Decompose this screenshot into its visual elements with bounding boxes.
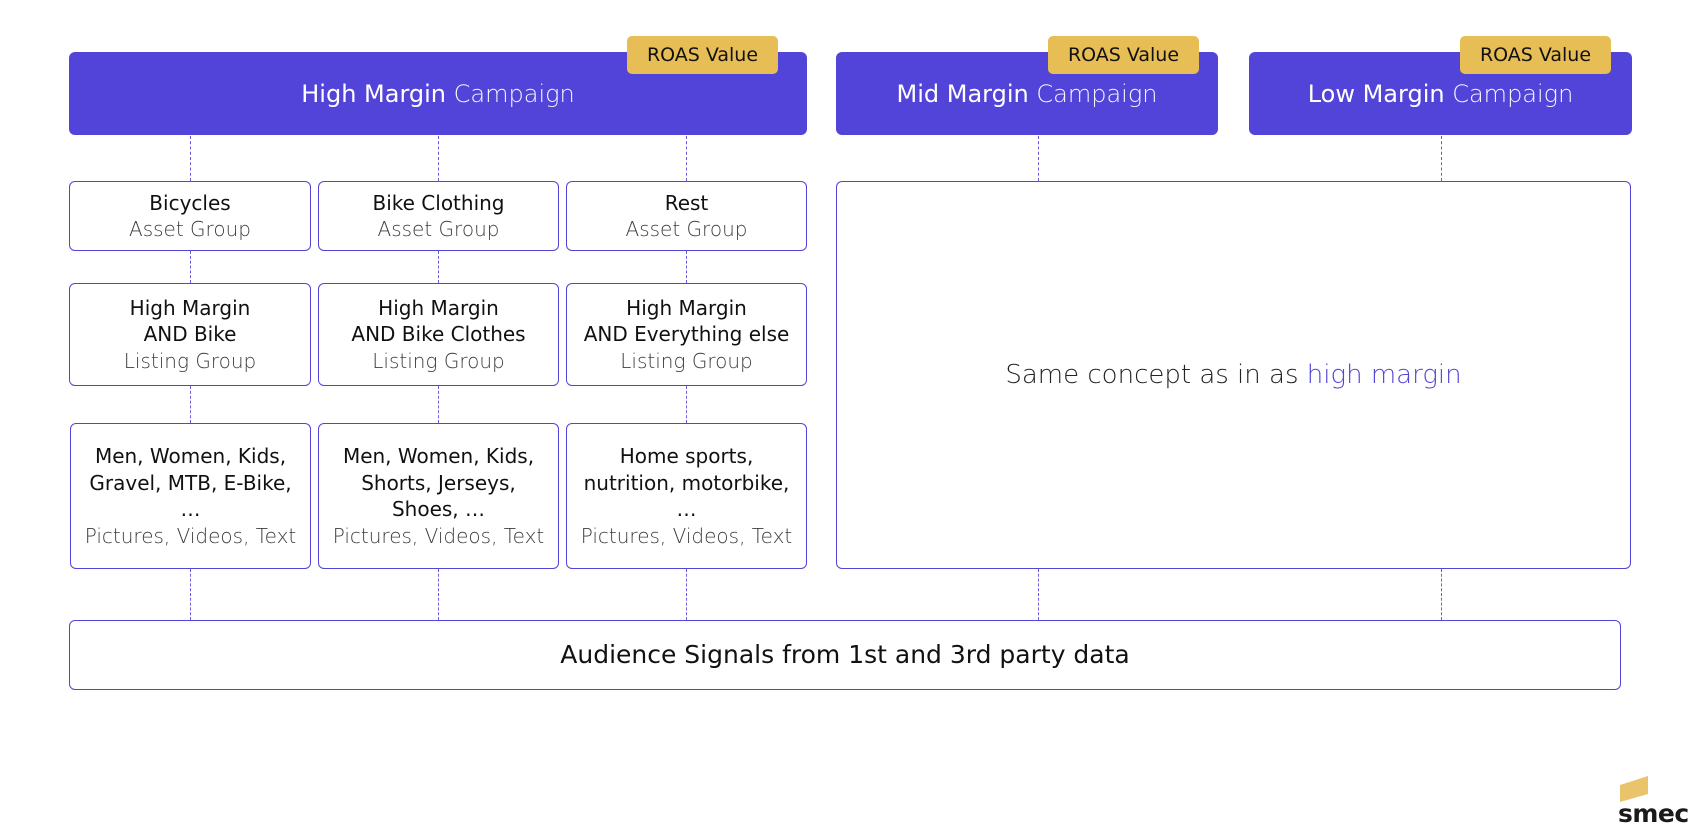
listing-group-box: High Margin AND Everything else Listing … [566, 283, 807, 386]
asset-group-box: Rest Asset Group [566, 181, 807, 251]
assets-line: Shorts, Jerseys, [361, 470, 516, 495]
same-concept-box: Same concept as in as high margin [836, 181, 1631, 569]
asset-group-label: Asset Group [129, 217, 251, 241]
roas-value-badge: ROAS Value [1460, 36, 1611, 74]
connector-line [1038, 136, 1039, 181]
logo-mark-icon [1620, 776, 1648, 802]
connector-line [190, 386, 191, 423]
connector-line [438, 136, 439, 181]
assets-line: nutrition, motorbike, [583, 470, 790, 495]
listing-group-line: High Margin [129, 295, 251, 320]
asset-group-title: Bike Clothing [372, 190, 505, 215]
logo-wordmark: smec [1618, 799, 1689, 828]
connector-line [438, 251, 439, 283]
assets-types: Pictures, Videos, Text [580, 523, 793, 548]
connector-line [190, 136, 191, 181]
same-concept-text: Same concept as in as high margin [1005, 362, 1461, 389]
assets-box: Men, Women, Kids, Shorts, Jerseys, Shoes… [318, 423, 559, 569]
campaign-name: Low Margin [1307, 79, 1445, 108]
asset-group-label: Asset Group [377, 217, 500, 241]
connector-line [190, 251, 191, 283]
connector-line [1441, 136, 1442, 181]
asset-group-label: Asset Group [625, 217, 748, 241]
connector-line [686, 136, 687, 181]
assets-line: … [676, 497, 697, 521]
roas-value-badge: ROAS Value [1048, 36, 1199, 74]
assets-box: Men, Women, Kids, Gravel, MTB, E-Bike, …… [70, 423, 311, 569]
listing-group-label: Listing Group [620, 348, 753, 373]
assets-line: Home sports, [619, 444, 754, 468]
listing-group-line: AND Bike Clothes [351, 322, 526, 347]
listing-group-line: AND Bike [143, 322, 237, 347]
listing-group-line: High Margin [378, 295, 499, 320]
listing-group-line: AND Everything else [583, 322, 790, 347]
campaign-name: Mid Margin [896, 79, 1029, 108]
connector-line [438, 569, 439, 620]
asset-group-title: Rest [664, 190, 709, 215]
listing-group-label: Listing Group [372, 348, 505, 373]
asset-group-title: Bicycles [149, 190, 231, 215]
assets-types: Pictures, Videos, Text [84, 523, 297, 548]
connector-line [686, 569, 687, 620]
assets-line: Gravel, MTB, E-Bike, [89, 470, 292, 495]
connector-line [438, 386, 439, 423]
audience-signals-text: Audience Signals from 1st and 3rd party … [560, 639, 1130, 669]
roas-value-badge: ROAS Value [627, 36, 778, 74]
connector-line [686, 251, 687, 283]
campaign-label: Campaign [1452, 79, 1574, 108]
campaign-name: High Margin [301, 79, 447, 108]
asset-group-box: Bicycles Asset Group [69, 181, 311, 251]
same-concept-phrase: Same concept as in as [1005, 359, 1299, 390]
listing-group-label: Listing Group [123, 348, 257, 373]
connector-line [1038, 569, 1039, 620]
assets-box: Home sports, nutrition, motorbike, … Pic… [566, 423, 807, 569]
listing-group-box: High Margin AND Bike Listing Group [69, 283, 311, 386]
campaign-label: Campaign [453, 79, 575, 108]
assets-line: Men, Women, Kids, [94, 444, 287, 468]
assets-line: Shoes, … [391, 497, 486, 521]
listing-group-box: High Margin AND Bike Clothes Listing Gro… [318, 283, 559, 386]
smec-logo: smec [1616, 776, 1689, 828]
connector-line [190, 569, 191, 620]
connector-line [686, 386, 687, 423]
listing-group-line: High Margin [626, 295, 747, 320]
connector-line [1441, 569, 1442, 620]
campaign-label: Campaign [1036, 79, 1158, 108]
assets-types: Pictures, Videos, Text [332, 523, 545, 548]
asset-group-box: Bike Clothing Asset Group [318, 181, 559, 251]
audience-signals-box: Audience Signals from 1st and 3rd party … [69, 620, 1621, 690]
assets-line: Men, Women, Kids, [342, 444, 535, 468]
high-margin-highlight: high margin [1306, 359, 1462, 390]
assets-line: … [180, 497, 201, 521]
